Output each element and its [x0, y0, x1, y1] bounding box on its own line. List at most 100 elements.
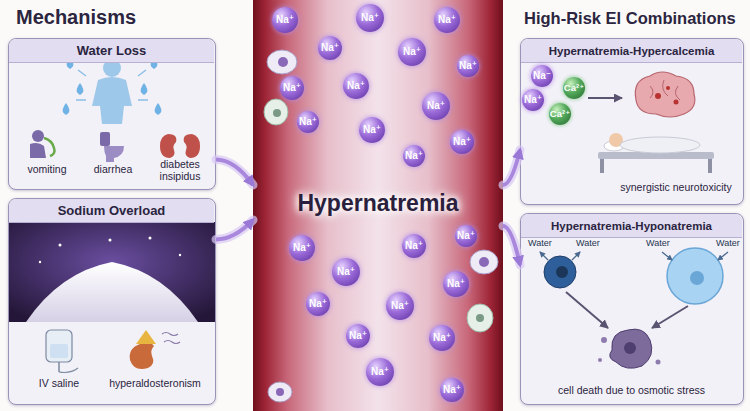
osmotic-cells-part [718, 252, 728, 260]
osmotic-cells-part [690, 271, 704, 285]
osmotic-cells-part [667, 248, 723, 304]
sodium-ion: Na⁺ [359, 117, 385, 143]
iv-bag-icon [46, 330, 78, 373]
water-loss-figure-part [91, 47, 98, 59]
water-label: Water [576, 238, 600, 248]
water-loss-figure [63, 47, 162, 124]
adrenal-icon-part [162, 333, 180, 344]
patient-bed [598, 133, 714, 173]
box-label: diabetes insipidus [147, 158, 213, 182]
vessel-cells-part [476, 314, 484, 322]
osmotic-cells-part [556, 266, 568, 278]
connector-glow [216, 160, 253, 185]
sodium-ion: Na⁺ [422, 92, 450, 120]
osmotic-cells-part [598, 358, 602, 362]
sodium-ion: Na⁺ [450, 130, 474, 154]
box-label: cell death due to osmotic stress [521, 384, 742, 396]
sodium-ion: Na⁺ [332, 258, 360, 286]
iv-bag-icon-part [50, 344, 68, 358]
vessel-cells-part [479, 257, 489, 267]
kidney-icon [160, 134, 200, 158]
sodium-ion: Na⁺ [318, 36, 342, 60]
flow-arrow [216, 220, 253, 240]
brain-icon-part [674, 100, 679, 105]
osmotic-cells-part [601, 337, 607, 343]
osmotic-cells-part [652, 306, 688, 328]
water-loss-figure-part [76, 70, 148, 100]
water-loss-figure-part [63, 103, 70, 115]
patient-bed-part [620, 137, 700, 153]
sodium-ion: Na⁺ [272, 7, 298, 33]
brain-icon-part [655, 93, 661, 99]
water-loss-figure-part [67, 57, 74, 69]
brain-icon [635, 72, 695, 117]
sodium-ion: Na⁺ [522, 89, 544, 111]
box-label: hyperaldosteronism [99, 377, 211, 389]
mechanism-box: Sodium OverloadIV salinehyperaldosteroni… [8, 198, 216, 405]
water-loss-figure-part [151, 57, 158, 69]
sodium-ion: Na⁺ [455, 225, 477, 247]
osmotic-cells-part [540, 252, 548, 260]
connector-glow [503, 226, 520, 265]
sodium-ion: Na⁺ [366, 358, 394, 386]
box-label: synergistic neurotoxicity [611, 181, 741, 193]
sodium-ion: Na⁺ [280, 76, 304, 100]
box-heading: Water Loss [9, 39, 214, 63]
water-loss-figure-part [103, 59, 121, 77]
sodium-ion: Na⁺ [434, 7, 460, 33]
connector-glow [216, 220, 253, 240]
sodium-ion: Na⁺ [306, 292, 330, 316]
box-heading: Hypernatremia-Hypercalcemia [521, 39, 742, 63]
sodium-ion: Na⁺ [398, 38, 426, 66]
adrenal-icon [130, 330, 180, 369]
sodium-ion: Na⁺ [386, 292, 414, 320]
toilet-icon-part [104, 146, 124, 162]
column-heading: High-Risk El Combinations [524, 6, 736, 30]
flow-arrow [216, 160, 253, 185]
patient-bed-part [598, 152, 714, 159]
box-heading: Hypernatremia [253, 190, 503, 216]
osmotic-cells-part [544, 256, 576, 288]
water-loss-figure-part [155, 103, 162, 115]
vessel-cells-part [273, 109, 281, 117]
vomiting-icon [30, 130, 55, 158]
osmotic-cells-part [656, 360, 661, 365]
sodium-ion: Na⁺ [356, 4, 384, 32]
sodium-ion: Na⁺ [346, 324, 370, 348]
mechanism-box: Hypernatremia-Hyponatremiacell death due… [520, 213, 744, 405]
vomiting-icon-part [30, 143, 46, 158]
osmotic-cells-part [662, 252, 672, 260]
brain-icon-part [650, 80, 680, 100]
flow-arrow [503, 226, 520, 265]
iv-bag-icon-part [58, 362, 60, 372]
osmotic-cells-part [572, 252, 580, 260]
sodium-ion: Na⁻ [531, 65, 553, 87]
water-label: Water [646, 238, 670, 248]
vessel-cells [264, 50, 498, 402]
toilet-icon-part [100, 132, 110, 146]
vessel-cells-part [267, 50, 297, 74]
sodium-ion: Na⁺ [440, 378, 464, 402]
vessel-cells-part [268, 382, 292, 402]
sodium-ion: Na⁺ [443, 271, 469, 297]
calcium-ion: Ca²⁺ [549, 103, 571, 125]
osmotic-cells-part [624, 342, 636, 354]
patient-bed-part [708, 159, 712, 173]
osmotic-cells-part [566, 292, 608, 328]
calcium-arrow-part [588, 97, 622, 99]
sodium-ion: Na⁺ [402, 234, 426, 258]
sodium-ion: Na⁺ [429, 325, 455, 351]
salt-pile-part [39, 261, 41, 263]
connector-glow [503, 150, 520, 185]
salt-pile-part [26, 262, 198, 322]
sodium-ion: Na⁺ [289, 235, 315, 261]
brain-icon-part [666, 86, 670, 90]
toilet-icon [100, 132, 124, 162]
brain-icon-part [635, 72, 695, 117]
water-loss-figure-part [129, 47, 136, 59]
vomiting-icon-part [44, 138, 55, 156]
sodium-ion: Na⁺ [297, 111, 319, 133]
water-loss-figure-part [92, 77, 132, 124]
mechanism-box: Water Lossvomitingdiarrheadiabetes insip… [8, 38, 216, 190]
